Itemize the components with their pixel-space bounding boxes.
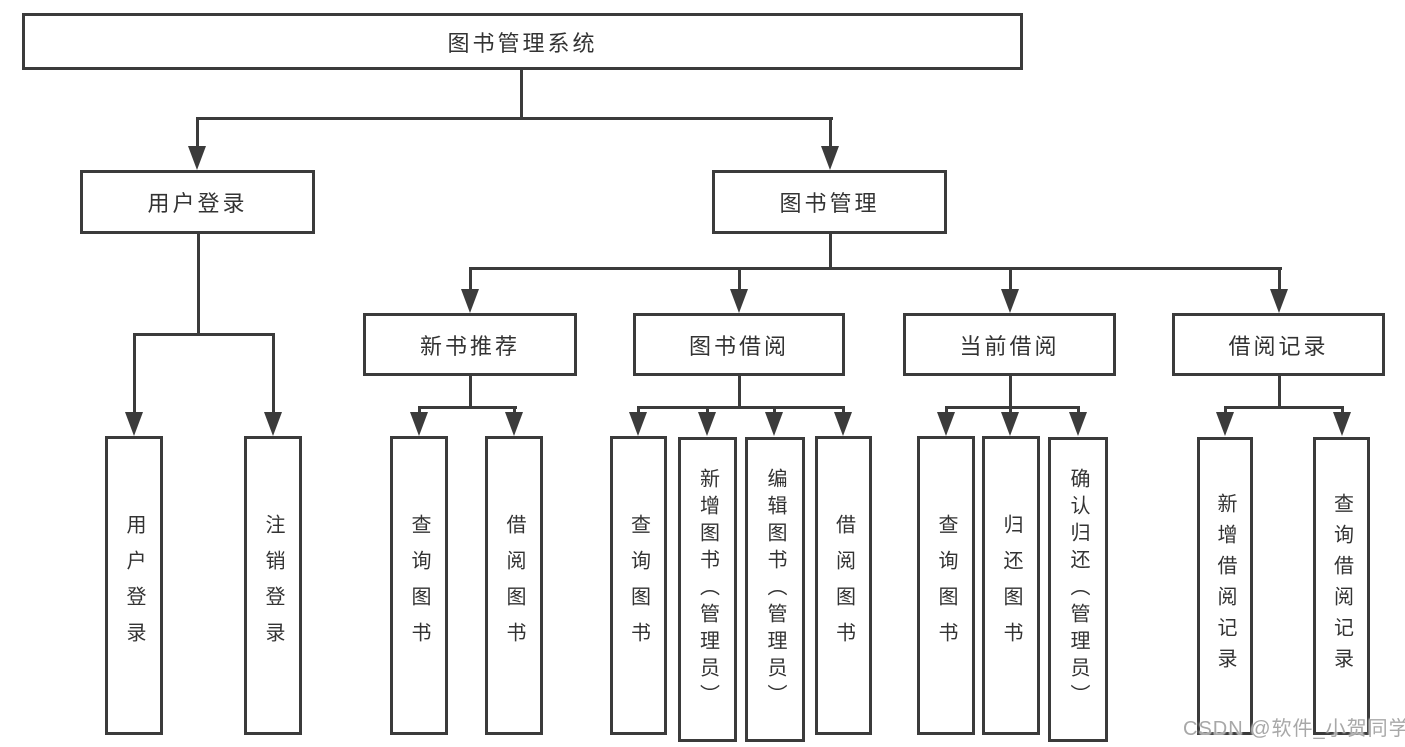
connector-user-login-right-stem — [272, 333, 275, 413]
node-new-book-recommend-label: 新书推荐 — [419, 333, 520, 359]
connector-nbr-mini-stem — [513, 406, 516, 416]
leaf-label: 借阅图书 — [503, 513, 525, 658]
connector-br-mini-stem — [1341, 406, 1344, 416]
arrow-down-icon — [410, 412, 428, 436]
connector-nbr-stem — [469, 376, 472, 409]
connector-nbr-hbar — [418, 406, 517, 409]
connector-br-hbar — [1224, 406, 1344, 409]
arrow-down-icon — [125, 412, 143, 436]
connector-root-stem — [520, 69, 523, 119]
leaf-label: 编辑图书（管理员） — [764, 468, 786, 711]
connector-user-login-hbar — [133, 333, 275, 336]
node-leaf-user-login: 用户登录 — [105, 436, 163, 735]
node-book-borrow: 图书借阅 — [633, 313, 845, 376]
connector-br-mini-stem — [1224, 406, 1227, 416]
node-leaf-bb-query-books: 查询图书 — [610, 436, 667, 735]
leaf-label: 查询图书 — [935, 513, 957, 658]
node-current-borrow: 当前借阅 — [903, 313, 1116, 376]
arrow-down-icon — [937, 412, 955, 436]
arrow-down-icon — [1216, 412, 1234, 436]
node-leaf-bb-add-books-admin: 新增图书（管理员） — [678, 437, 737, 742]
csdn-watermark: CSDN @软件_小贺同学 — [1183, 718, 1405, 740]
arrow-down-icon — [834, 412, 852, 436]
arrow-down-icon — [1069, 412, 1087, 436]
connector-l1-hbar — [196, 117, 833, 120]
arrow-down-icon — [264, 412, 282, 436]
node-book-borrow-label: 图书借阅 — [688, 333, 789, 359]
leaf-label: 注销登录 — [262, 513, 284, 658]
node-leaf-bb-borrow-books: 借阅图书 — [815, 436, 872, 735]
node-book-management-label: 图书管理 — [779, 191, 880, 216]
connector-book-mgmt-stem — [829, 234, 832, 270]
connector-bb-stem — [738, 376, 741, 409]
arrow-down-icon — [461, 289, 479, 313]
arrow-down-icon — [698, 412, 716, 436]
leaf-label: 查询图书 — [627, 513, 650, 658]
connector-bb-mini-stem — [842, 406, 845, 416]
connector-bb-mini-stem — [637, 406, 640, 416]
leaf-label: 查询图书 — [408, 513, 430, 658]
node-leaf-br-add-record: 新增借阅记录 — [1197, 437, 1253, 735]
connector-nbr-mini-stem — [418, 406, 421, 416]
arrow-down-icon — [1270, 289, 1288, 313]
connector-cb-mini-stem — [945, 406, 948, 416]
node-new-book-recommend: 新书推荐 — [363, 313, 577, 376]
leaf-label: 归还图书 — [1000, 513, 1022, 658]
leaf-label: 查询借阅记录 — [1330, 493, 1353, 679]
connector-l3-stem-1 — [469, 267, 472, 291]
leaf-label: 用户登录 — [123, 513, 145, 658]
arrow-down-icon — [505, 412, 523, 436]
arrow-down-icon — [821, 146, 839, 170]
node-leaf-cb-return-books: 归还图书 — [982, 436, 1040, 735]
node-leaf-br-query-record: 查询借阅记录 — [1313, 437, 1370, 735]
arrow-down-icon — [1001, 412, 1019, 436]
node-user-login-label: 用户登录 — [147, 191, 248, 216]
node-root-label: 图书管理系统 — [447, 30, 598, 56]
arrow-down-icon — [1001, 289, 1019, 313]
connector-l1-right-stem — [829, 117, 832, 149]
node-leaf-cb-query-books: 查询图书 — [917, 436, 975, 735]
connector-cb-mini-stem — [1077, 406, 1080, 416]
node-leaf-bb-edit-books-admin: 编辑图书（管理员） — [745, 437, 805, 742]
leaf-label: 确认归还（管理员） — [1067, 468, 1089, 711]
node-root: 图书管理系统 — [22, 13, 1023, 70]
connector-cb-mini-stem — [1009, 406, 1012, 416]
connector-l3-stem-3 — [1009, 267, 1012, 291]
connector-bb-mini-stem — [773, 406, 776, 416]
node-leaf-nbr-query-books: 查询图书 — [390, 436, 448, 735]
connector-user-login-stem — [197, 234, 200, 336]
connector-cb-stem — [1009, 376, 1012, 409]
connector-bb-mini-stem — [706, 406, 709, 416]
arrow-down-icon — [765, 412, 783, 436]
node-current-borrow-label: 当前借阅 — [959, 333, 1060, 359]
connector-l3-stem-2 — [738, 267, 741, 291]
node-book-management: 图书管理 — [712, 170, 947, 234]
node-borrow-records-label: 借阅记录 — [1228, 333, 1329, 359]
connector-l3-hbar — [469, 267, 1282, 270]
arrow-down-icon — [1333, 412, 1351, 436]
arrow-down-icon — [188, 146, 206, 170]
node-leaf-logout: 注销登录 — [244, 436, 302, 735]
arrow-down-icon — [730, 289, 748, 313]
connector-cb-hbar — [945, 406, 1080, 409]
leaf-label: 借阅图书 — [832, 513, 855, 658]
connector-bb-hbar — [637, 406, 845, 409]
arrow-down-icon — [629, 412, 647, 436]
leaf-label: 新增借阅记录 — [1214, 493, 1236, 679]
node-borrow-records: 借阅记录 — [1172, 313, 1385, 376]
leaf-label: 新增图书（管理员） — [696, 468, 719, 711]
connector-l1-left-stem — [196, 117, 199, 149]
node-user-login: 用户登录 — [80, 170, 315, 234]
node-leaf-nbr-borrow-books: 借阅图书 — [485, 436, 543, 735]
connector-l3-stem-4 — [1278, 267, 1281, 291]
connector-br-stem — [1278, 376, 1281, 409]
connector-user-login-left-stem — [133, 333, 136, 413]
node-leaf-cb-confirm-return-admin: 确认归还（管理员） — [1048, 437, 1108, 742]
